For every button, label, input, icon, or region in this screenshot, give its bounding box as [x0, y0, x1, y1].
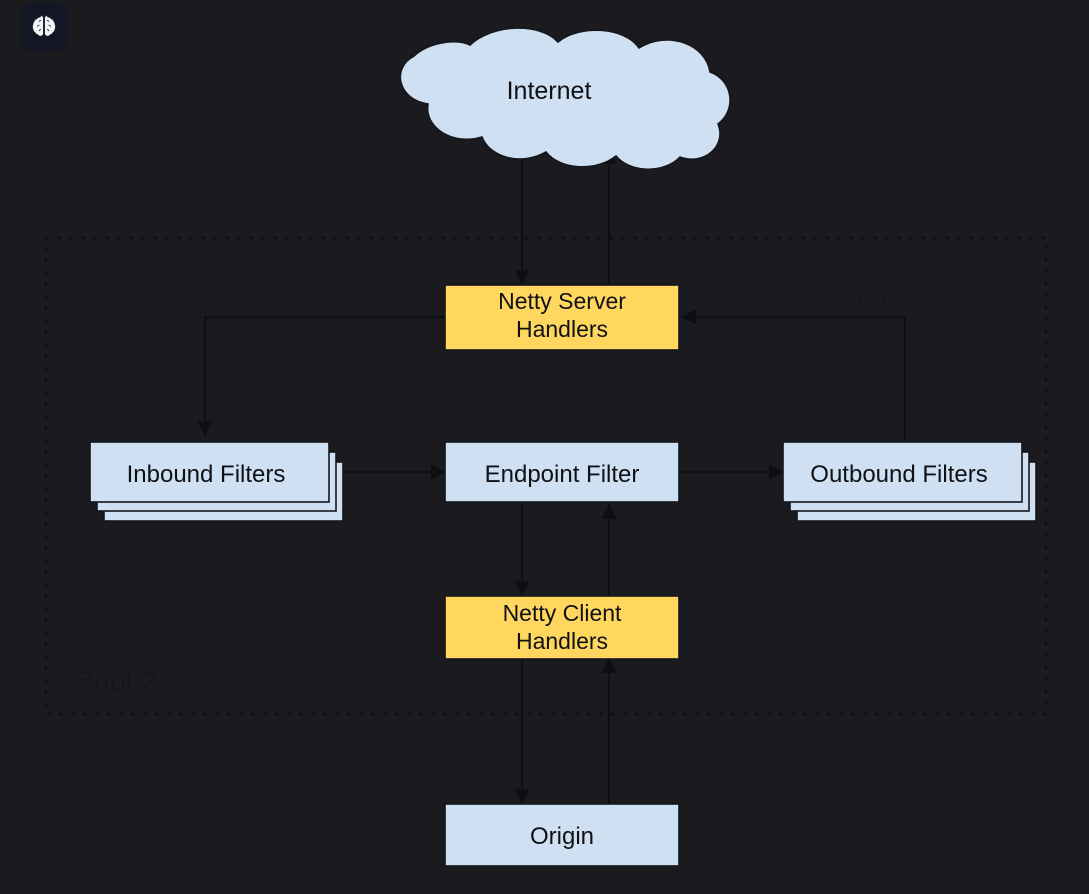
zuul-zone-boundary	[44, 236, 1048, 716]
netty-server-handlers-box	[444, 284, 680, 351]
node-netty-server-handlers[interactable]: Netty Server Handlers	[444, 284, 680, 351]
endpoint-filter-label: Endpoint Filter	[485, 461, 640, 488]
zuul-zone-label: Zuul 2	[76, 667, 157, 699]
netty-client-handlers-label-line1: Netty Client	[503, 600, 622, 626]
app-badge[interactable]	[20, 3, 68, 51]
inbound-filters-label: Inbound Filters	[127, 461, 286, 488]
node-inbound-filters[interactable]: Inbound Filters	[89, 441, 344, 522]
node-internet-label: Internet	[507, 77, 592, 105]
endpoint-filter-box	[444, 441, 680, 503]
outbound-filters-box	[782, 441, 1023, 503]
origin-label: Origin	[530, 823, 594, 850]
node-outbound-filters[interactable]: Outbound Filters	[782, 441, 1037, 522]
outbound-filters-label: Outbound Filters	[810, 461, 987, 488]
netty-client-handlers-label-line2: Handlers	[516, 628, 608, 654]
cloud-shape	[399, 27, 731, 170]
node-endpoint-filter[interactable]: Endpoint Filter	[444, 441, 680, 503]
netty-server-handlers-label-line2: Handlers	[516, 316, 608, 342]
edge-label-response: Response	[790, 284, 894, 310]
edge-label-request: Request	[238, 284, 324, 310]
netty-server-handlers-label-line1: Netty Server	[498, 288, 626, 314]
node-internet[interactable]: Internet	[399, 27, 731, 170]
node-origin[interactable]: Origin	[444, 803, 680, 867]
node-netty-client-handlers[interactable]: Netty Client Handlers	[444, 595, 680, 660]
netty-client-handlers-box	[444, 595, 680, 660]
edge-request-netty-server-to-inbound	[197, 315, 445, 437]
inbound-filters-box	[89, 441, 330, 503]
brain-icon	[32, 15, 56, 36]
origin-box	[444, 803, 680, 867]
edge-response-outbound-to-netty-server	[680, 309, 907, 440]
